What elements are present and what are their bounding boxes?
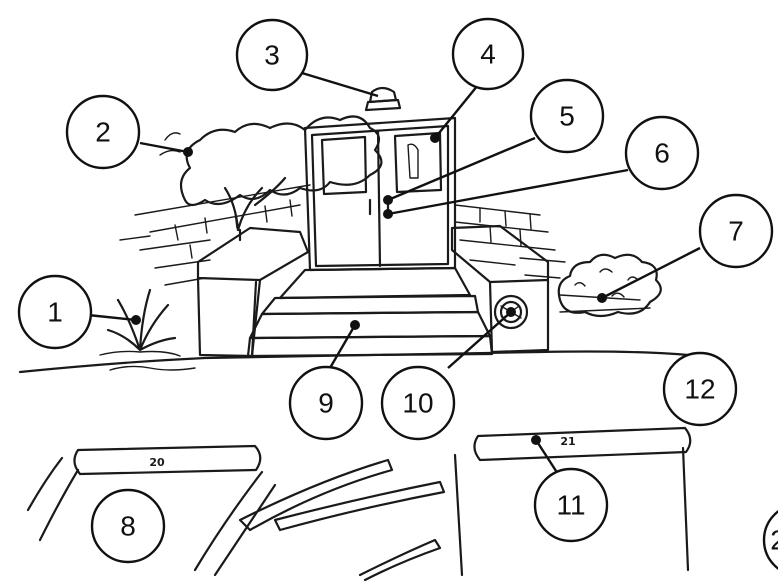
shrub-right: [559, 255, 661, 316]
callout-5: 5: [531, 80, 603, 152]
parking-stop-20: 20: [74, 446, 260, 474]
callout-number: 8: [120, 511, 136, 542]
callout-number: 7: [728, 216, 744, 247]
callout-number: 5: [559, 101, 575, 132]
parking-stop-21: 21: [474, 428, 690, 460]
callout-number: 9: [318, 388, 334, 419]
parking-stop-number: 21: [560, 435, 575, 448]
light-fixture: [366, 88, 400, 110]
callout-number: 11: [556, 490, 585, 521]
callout-2: 2: [67, 96, 139, 168]
callout-number: 3: [264, 40, 280, 71]
callout-number: 1: [47, 297, 63, 328]
callout-10: 10: [382, 367, 454, 439]
callout-number: 12: [684, 374, 715, 405]
callout-number: 6: [654, 138, 670, 169]
callout-2-partial: 2: [764, 504, 778, 576]
brick-wall-right: [455, 205, 650, 312]
callout-number: 2: [95, 117, 111, 148]
callout-8: 8: [92, 490, 164, 562]
callout-number: 4: [480, 39, 496, 70]
callout-12: 12: [664, 353, 736, 425]
brick-wall-left: [120, 185, 310, 285]
tree: [160, 116, 381, 240]
callout-9: 9: [290, 367, 362, 439]
callout-7: 7: [700, 195, 772, 267]
callout-number: 2: [770, 525, 778, 556]
entry-steps: [248, 268, 492, 356]
callout-6: 6: [626, 117, 698, 189]
callout-3: 3: [237, 20, 307, 90]
callout-number: 10: [402, 388, 433, 419]
callout-4: 4: [453, 19, 523, 89]
callout-11: 11: [535, 469, 607, 541]
parking-stop-number: 20: [149, 456, 165, 469]
callout-1: 1: [19, 276, 91, 348]
small-plant: [100, 290, 195, 370]
